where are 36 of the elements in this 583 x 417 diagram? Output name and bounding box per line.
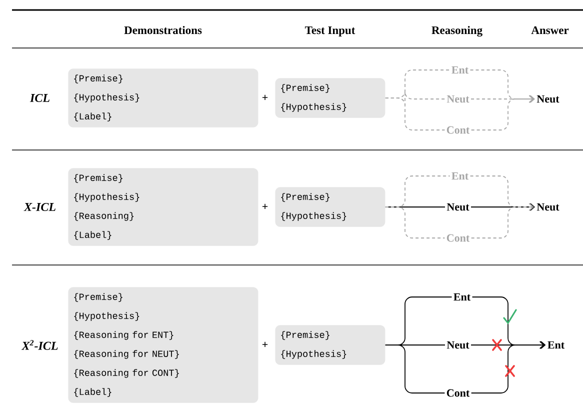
answer-text: Ent	[548, 341, 564, 349]
plus-sign: +	[262, 94, 268, 100]
demonstration-box: {Premise} {Hypothesis} {Label}	[68, 68, 258, 128]
answer-text: Neut	[536, 95, 560, 103]
test-input-box: {Premise} {Hypothesis}	[275, 325, 386, 365]
connector	[470, 95, 535, 103]
reasoning-text: Cont	[446, 126, 470, 134]
connector	[384, 206, 446, 238]
connector	[384, 98, 446, 130]
reasoning-text: Cont	[446, 234, 470, 242]
row-label: X-ICL	[24, 202, 56, 212]
header-text: Demonstrations	[124, 26, 202, 34]
header-text: Reasoning	[432, 26, 482, 37]
demonstration-box: {Premise} {Hypothesis} {Reasoning} {Label}	[68, 168, 258, 246]
connector	[470, 341, 546, 349]
plus-sign: +	[262, 342, 268, 348]
connector	[470, 203, 535, 211]
header-text: Test Input	[304, 26, 356, 36]
reasoning-text: Ent	[454, 293, 470, 301]
connector	[470, 95, 534, 130]
demonstration-box: {Premise} {Hypothesis} {Reasoning for ENT} {Reasoning for NEUT} {Reasoning for CONT} {Label}	[68, 287, 258, 403]
reasoning-text: Cont	[446, 389, 470, 397]
reasoning-text: Neut	[446, 341, 470, 349]
test-input-box: {Premise} {Hypothesis}	[275, 78, 386, 118]
header-text: Answer	[531, 26, 569, 34]
reasoning-text: Neut	[446, 203, 470, 211]
reasoning-text: Ent	[452, 66, 468, 74]
reasoning-text: Neut	[446, 95, 470, 103]
reasoning-text: Ent	[452, 172, 468, 180]
answer-text: Neut	[536, 203, 560, 211]
plus-sign: +	[262, 204, 268, 210]
connector	[470, 341, 545, 394]
connector	[384, 344, 446, 394]
test-input-box: {Premise} {Hypothesis}	[275, 187, 386, 227]
connector	[470, 203, 534, 238]
row-label: ICL	[30, 94, 50, 102]
